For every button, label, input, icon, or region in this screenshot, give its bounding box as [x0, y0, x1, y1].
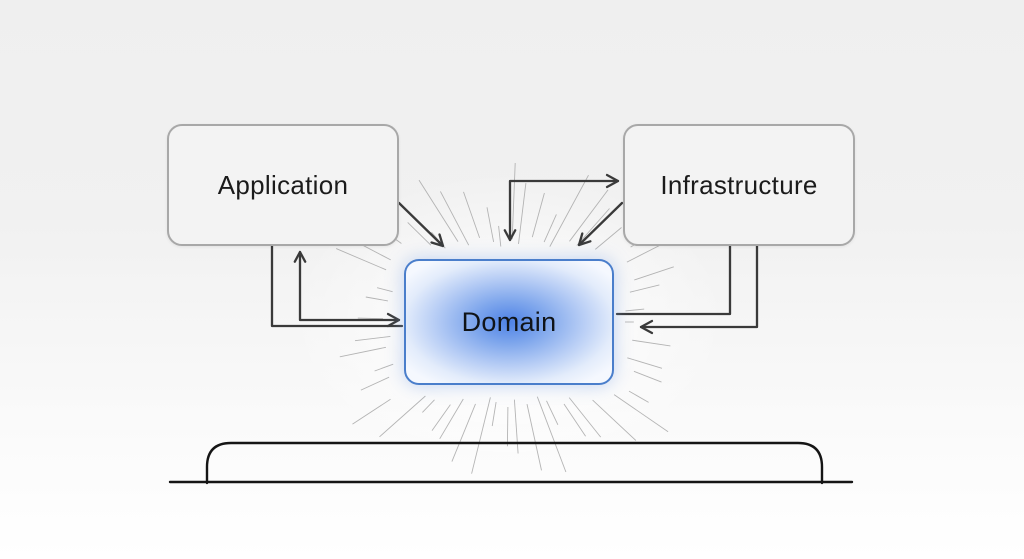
arrow-domain-infrastructure-elbow — [503, 173, 620, 242]
edge-infrastructure-domain-upper-elbow — [615, 244, 732, 316]
node-domain: Domain — [404, 259, 614, 385]
node-infrastructure: Infrastructure — [623, 124, 855, 246]
arrow-application-to-domain-diagonal — [397, 201, 445, 248]
platform-base — [168, 441, 854, 485]
node-infrastructure-label: Infrastructure — [660, 169, 818, 200]
arrow-infrastructure-to-domain-diagonal — [577, 201, 624, 247]
domain-rays — [336, 162, 679, 474]
node-application: Application — [167, 124, 399, 246]
arrow-domain-application-inner-elbow — [293, 250, 401, 328]
node-application-label: Application — [217, 169, 349, 200]
arrow-infrastructure-to-domain-lower-elbow — [639, 244, 759, 335]
node-domain-label: Domain — [461, 306, 557, 337]
edge-application-domain-outer-elbow — [270, 244, 404, 328]
